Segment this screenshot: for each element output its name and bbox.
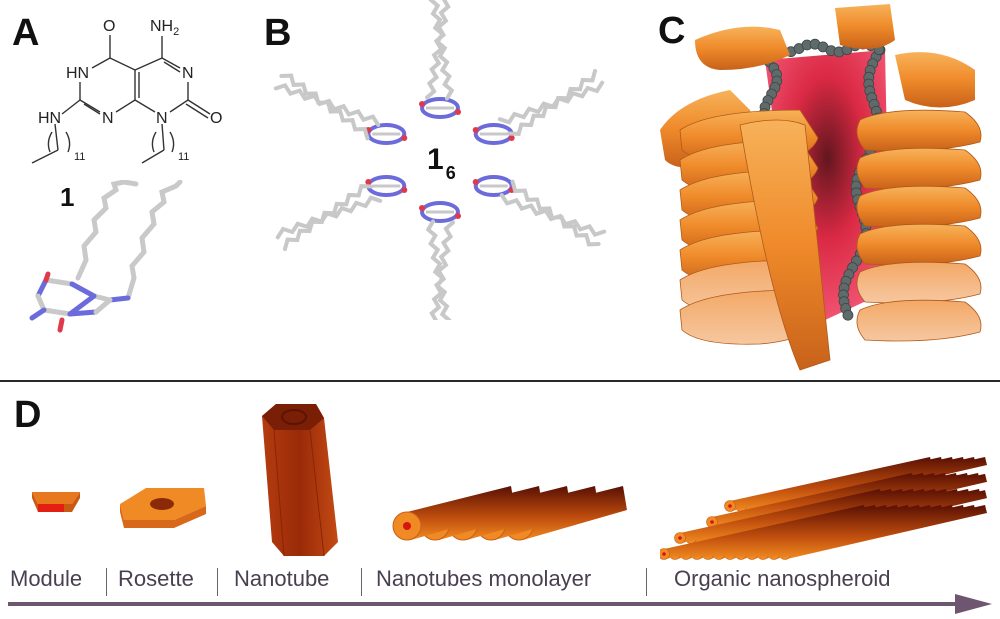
alkyl-chain <box>428 0 455 101</box>
stage-label-organic-nanospheroid: Organic nanospheroid <box>674 566 891 591</box>
stage-label-module: Module <box>10 566 83 591</box>
oxygen-atom <box>508 135 515 141</box>
atom-n-mid: N <box>102 110 114 127</box>
panel-d-letter: D <box>14 394 42 436</box>
alkyl-chain <box>429 220 455 320</box>
surface-slab <box>856 109 982 152</box>
rosette-label-subscript: 6 <box>445 163 456 183</box>
panel-b-letter: B <box>264 12 292 54</box>
module-shape <box>32 492 80 512</box>
chemical-structure: O NH2 HN N N N O HN 11 11 <box>31 18 222 164</box>
rosette-shape <box>120 488 206 528</box>
atom-n-bottom: N <box>156 110 168 127</box>
atom-n-right: N <box>182 65 194 82</box>
nanotube-shape <box>262 404 338 557</box>
oxygen-atom <box>419 205 425 211</box>
nanotube-surface-model <box>660 4 982 371</box>
panel-c-letter: C <box>658 10 686 52</box>
atom-o-right: O <box>210 110 222 127</box>
rosette-ring <box>473 175 514 197</box>
oxygen-atom <box>455 109 461 115</box>
stage-separator <box>646 568 647 596</box>
rosette-module <box>419 201 461 320</box>
stage-label-nanotubes-monolayer: Nanotubes monolayer <box>376 566 592 591</box>
alkyl-chain <box>275 195 383 240</box>
spheroid-rod <box>664 505 866 559</box>
oxygen-atom <box>401 187 408 193</box>
spheroid-rod-core <box>710 520 714 524</box>
nanotube-core <box>403 522 411 530</box>
oxygen-atom <box>419 101 425 107</box>
rosette-stick-model <box>273 0 607 320</box>
oxygen-atom <box>401 135 408 141</box>
rosette-module <box>472 175 607 247</box>
alkyl-chain <box>507 69 597 136</box>
atom-sphere <box>842 309 854 321</box>
nanotube-rod <box>407 486 515 540</box>
compound-label: 1 <box>60 182 75 212</box>
surface-slab <box>856 185 982 228</box>
spheroid-rod-core <box>662 552 666 556</box>
rosette-module <box>472 69 605 145</box>
chain-repeat-right: 11 <box>178 151 189 163</box>
chain-repeat-left: 11 <box>74 151 85 163</box>
atom-nh2-subscript: 2 <box>173 26 179 38</box>
atom-nh2: NH2 <box>150 18 179 38</box>
stage-separator <box>106 568 107 596</box>
surface-slab <box>739 119 831 371</box>
alkyl-chain <box>510 179 601 247</box>
rosette-ring <box>420 201 460 223</box>
atom-hn-ring: HN <box>66 65 89 82</box>
rosette-module <box>419 0 461 119</box>
stage-label-rosette: Rosette <box>118 566 194 591</box>
stage-separator <box>217 568 218 596</box>
surface-slab <box>856 147 982 190</box>
oxygen-atom <box>365 179 372 185</box>
oxygen-atom <box>455 213 461 219</box>
rosette-ring <box>420 97 460 119</box>
alkyl-chain <box>279 73 370 141</box>
stage-label-nanotube: Nanotube <box>234 566 330 591</box>
rosette-module <box>273 73 408 145</box>
surface-slab <box>856 223 982 266</box>
rosette-ring <box>366 123 407 145</box>
surface-slab <box>856 299 982 342</box>
spheroid-rod <box>680 489 882 543</box>
organic-nanospheroid-shape <box>660 457 987 560</box>
alkyl-chain <box>425 0 451 100</box>
alkyl-chain <box>497 80 605 125</box>
section-divider <box>0 380 1000 382</box>
rosette-module <box>275 175 408 251</box>
spheroid-rod <box>730 457 932 511</box>
spheroid-rod-core <box>678 536 682 540</box>
atom-o-top: O <box>103 18 115 35</box>
rosette-label-number: 1 <box>427 143 444 176</box>
spheroid-rod <box>712 473 914 527</box>
oxygen-atom <box>472 127 479 133</box>
surface-slab <box>856 261 982 304</box>
nanotubes-monolayer-shape <box>392 486 627 541</box>
alkyl-chain <box>425 219 452 320</box>
stick-model-monomer <box>29 180 183 333</box>
alkyl-chain <box>283 184 373 251</box>
oxygen-atom <box>472 179 479 185</box>
stage-separator <box>361 568 362 596</box>
panel-a-letter: A <box>12 12 40 54</box>
spheroid-rod-core <box>728 504 732 508</box>
progression-arrow <box>8 594 992 614</box>
atom-hn-chain: HN <box>38 110 61 127</box>
atom-nh2-base: NH <box>150 18 173 35</box>
